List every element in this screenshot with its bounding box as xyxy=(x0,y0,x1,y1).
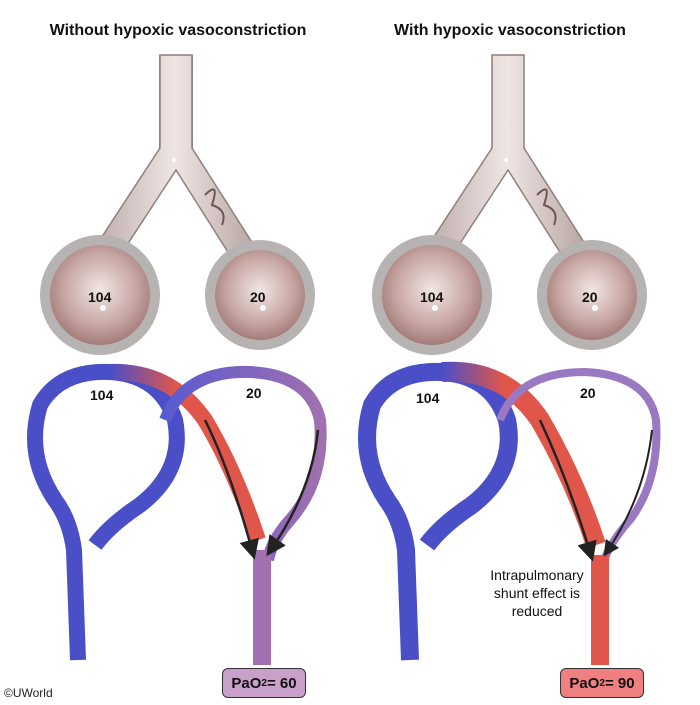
note-line-2: shunt effect is xyxy=(493,585,581,601)
note-line-1: Intrapulmonary xyxy=(490,567,584,583)
alveolus-right-value-a: 104 xyxy=(420,289,444,305)
alveolus-left-value-a: 104 xyxy=(88,289,112,305)
vessels-left xyxy=(27,363,327,665)
vessel-right-value-b: 20 xyxy=(580,385,596,401)
alveolus-right-1 xyxy=(372,235,492,355)
vessels-right xyxy=(358,361,661,665)
airway-tree-left xyxy=(40,54,315,355)
pao2-left-prefix: PaO xyxy=(231,674,262,692)
vessel-right-value-a: 104 xyxy=(416,390,440,406)
pao2-right-sub: 2 xyxy=(599,677,605,689)
copyright: ©UWorld xyxy=(4,686,53,700)
shunt-note: Intrapulmonary shunt effect is reduced xyxy=(462,566,612,620)
alveolus-left-1 xyxy=(40,235,160,355)
alveolus-left-2 xyxy=(205,240,315,350)
alveolus-right-2 xyxy=(537,240,647,350)
panel-title-right: With hypoxic vasoconstriction xyxy=(394,22,626,39)
pao2-right-value: = 90 xyxy=(604,674,635,692)
note-line-3: reduced xyxy=(511,603,563,619)
pao2-right-prefix: PaO xyxy=(569,674,600,692)
pao2-left-sub: 2 xyxy=(261,677,267,689)
alveolus-right-value-b: 20 xyxy=(582,289,598,305)
airway-tree-right xyxy=(372,54,647,355)
vessel-left-value-a: 104 xyxy=(90,387,114,403)
panel-title-left: Without hypoxic vasoconstriction xyxy=(49,22,307,39)
pao2-left-value: = 60 xyxy=(266,674,297,692)
alveolus-left-value-b: 20 xyxy=(250,289,266,305)
vessel-left-value-b: 20 xyxy=(246,385,262,401)
